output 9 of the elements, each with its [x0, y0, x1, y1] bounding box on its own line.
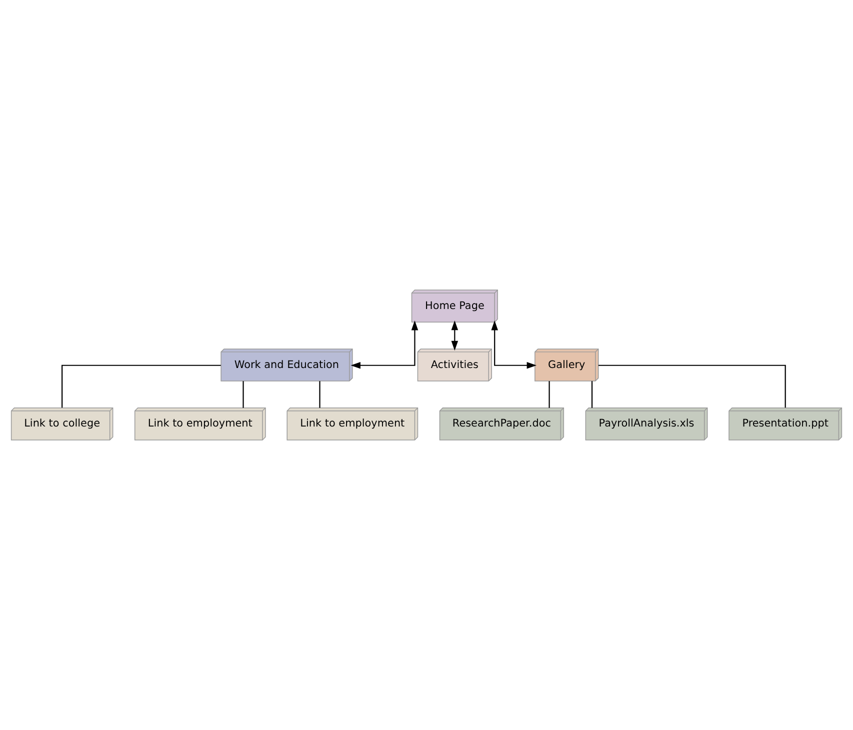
arrow: [350, 320, 418, 369]
connector: [591, 381, 593, 408]
arrow: [491, 320, 537, 369]
arrow: [451, 320, 458, 351]
connector: [598, 364, 786, 408]
connector: [62, 364, 221, 408]
connector: [548, 381, 550, 408]
connector: [319, 381, 320, 408]
connector: [242, 381, 244, 408]
